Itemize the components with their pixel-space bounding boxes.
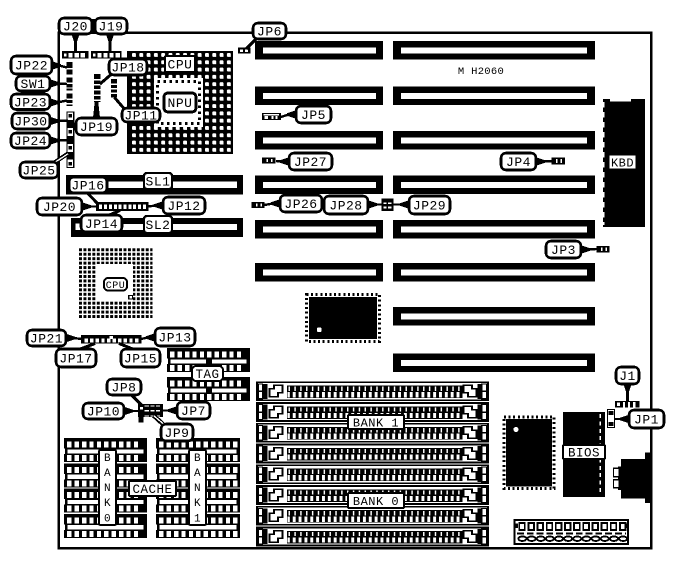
svg-text:N: N <box>104 483 111 495</box>
svg-text:JP20: JP20 <box>43 200 76 215</box>
svg-text:KBD: KBD <box>611 156 634 170</box>
svg-text:BIOS: BIOS <box>568 446 600 460</box>
svg-text:B: B <box>194 453 201 465</box>
svg-text:JP17: JP17 <box>59 352 92 367</box>
svg-text:BANK 1: BANK 1 <box>353 416 399 430</box>
svg-text:JP5: JP5 <box>301 108 326 123</box>
svg-text:JP26: JP26 <box>284 197 317 212</box>
svg-text:JP21: JP21 <box>30 332 63 347</box>
svg-text:JP12: JP12 <box>167 199 200 214</box>
svg-text:M H2060: M H2060 <box>458 66 504 78</box>
svg-text:JP30: JP30 <box>14 115 47 130</box>
svg-text:A: A <box>104 468 111 480</box>
svg-text:CPU: CPU <box>106 281 126 292</box>
svg-text:0: 0 <box>104 513 111 525</box>
svg-text:JP9: JP9 <box>165 426 190 441</box>
svg-text:JP8: JP8 <box>112 381 137 396</box>
svg-text:BANK 0: BANK 0 <box>353 495 399 509</box>
svg-text:JP27: JP27 <box>294 155 327 170</box>
svg-text:CACHE: CACHE <box>132 483 172 497</box>
svg-text:SL2: SL2 <box>146 218 171 233</box>
svg-text:N: N <box>194 483 201 495</box>
svg-text:JP13: JP13 <box>158 331 191 346</box>
svg-text:JP14: JP14 <box>85 217 118 232</box>
svg-text:B: B <box>104 453 111 465</box>
svg-text:K: K <box>104 498 111 510</box>
svg-text:JP3: JP3 <box>551 243 576 258</box>
svg-text:JP16: JP16 <box>71 179 104 194</box>
svg-text:SW1: SW1 <box>21 77 46 92</box>
svg-text:JP15: JP15 <box>124 352 157 367</box>
svg-text:J19: J19 <box>99 20 124 35</box>
svg-text:J20: J20 <box>63 20 88 35</box>
svg-text:JP4: JP4 <box>506 155 531 170</box>
svg-text:JP7: JP7 <box>181 404 206 419</box>
svg-text:JP18: JP18 <box>111 61 144 76</box>
svg-text:SL1: SL1 <box>146 175 171 190</box>
svg-text:1: 1 <box>194 513 201 525</box>
svg-text:JP29: JP29 <box>413 199 446 214</box>
svg-text:TAG: TAG <box>195 368 219 382</box>
svg-text:K: K <box>194 498 201 510</box>
svg-text:JP1: JP1 <box>634 413 659 428</box>
svg-text:JP6: JP6 <box>257 25 282 40</box>
svg-text:JP22: JP22 <box>15 59 48 74</box>
svg-text:JP28: JP28 <box>329 199 362 214</box>
svg-text:JP24: JP24 <box>14 134 47 149</box>
svg-text:JP25: JP25 <box>22 164 55 179</box>
svg-text:JP19: JP19 <box>80 120 113 135</box>
svg-text:JP23: JP23 <box>14 95 47 110</box>
svg-text:NPU: NPU <box>168 96 193 111</box>
svg-text:CPU: CPU <box>168 58 193 73</box>
svg-text:J1: J1 <box>619 369 636 384</box>
svg-text:A: A <box>194 468 201 480</box>
svg-text:JP11: JP11 <box>124 109 157 124</box>
svg-text:JP10: JP10 <box>87 405 120 420</box>
